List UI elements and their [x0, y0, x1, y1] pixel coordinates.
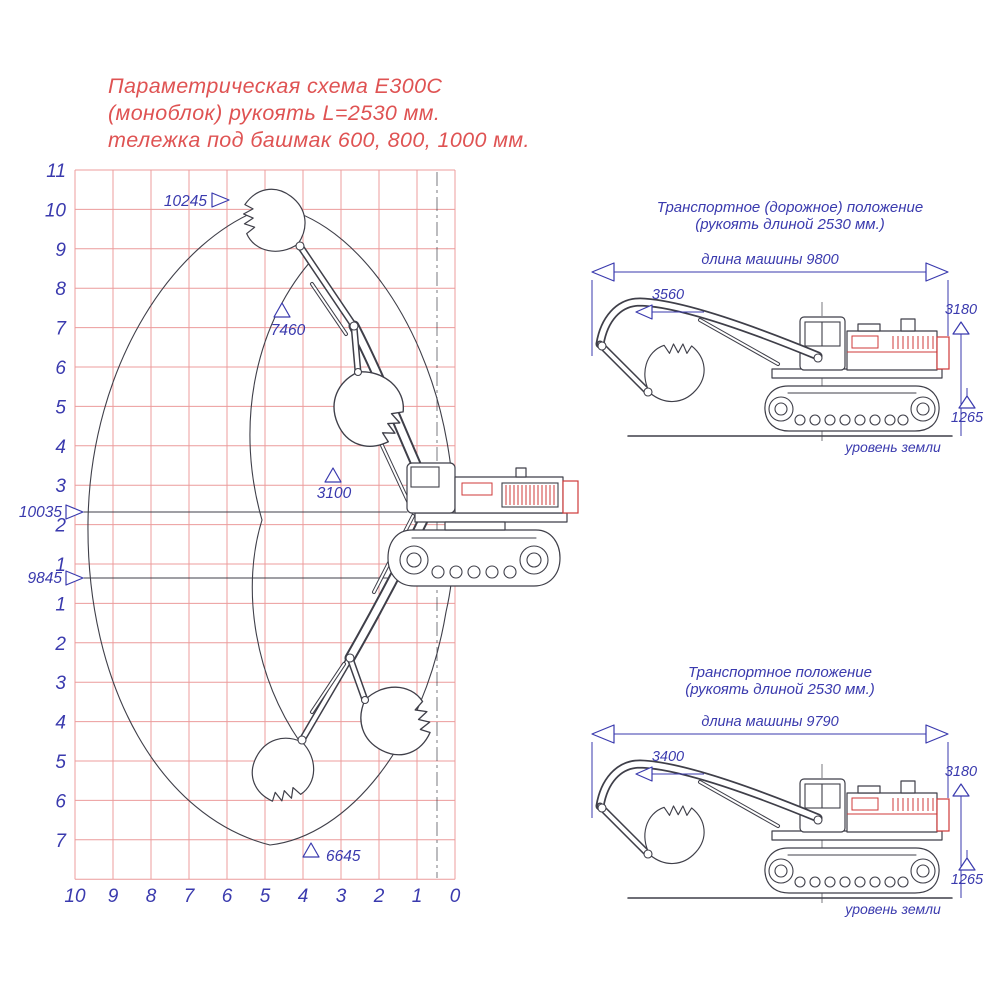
y-axis-label: 3 [55, 476, 66, 497]
dimension-arrow-left-icon [591, 262, 615, 282]
ground-label: уровень земли [844, 901, 941, 917]
x-axis-label: 5 [260, 886, 271, 907]
dimension-arrow-right-icon [925, 262, 949, 282]
machine-length-label: длина машины 9800 [701, 252, 838, 268]
y-axis-label: 8 [55, 279, 66, 300]
y-axis-label: 5 [55, 752, 66, 773]
road-wheel [485, 565, 499, 579]
dimension-arrow-left-icon [591, 724, 615, 744]
dimension-arrow-up-icon [324, 467, 342, 483]
dim-dump-height: 7460 [271, 322, 306, 339]
y-axis-label: 1 [55, 594, 66, 615]
dim-front-height: 3560 [652, 287, 684, 303]
dimension-arrow-up-icon [302, 842, 320, 858]
dim-overall-height: 3180 [945, 302, 977, 318]
transport-subtitle: (рукоять длиной 2530 мм.) [685, 681, 874, 698]
transport-section: Транспортное положение (рукоять длиной 2… [591, 664, 984, 917]
dimension-arrow-right-icon [211, 192, 230, 208]
dim-cab-height: 3100 [317, 485, 352, 502]
dimension-arrow-up-icon [952, 783, 970, 797]
dim-reach-upper: 10035 [19, 504, 62, 521]
y-axis-label: 2 [54, 516, 66, 537]
dimension-arrow-up-icon [273, 302, 291, 318]
y-axis-label: 6 [55, 358, 66, 379]
x-axis-label: 8 [146, 886, 157, 907]
x-axis-label: 10 [64, 886, 86, 907]
dimension-arrow-right-icon [65, 570, 84, 586]
reach-dimensions: 10245 7460 3100 10035 9845 6645 [19, 192, 361, 865]
transport-title: Транспортное положение [688, 664, 872, 681]
y-axis-label: 2 [54, 634, 66, 655]
dimension-arrow-left-icon [635, 766, 653, 782]
transport-road-subtitle: (рукоять длиной 2530 мм.) [695, 216, 884, 233]
road-wheel [431, 565, 445, 579]
y-axis-label: 6 [55, 791, 66, 812]
road-wheel [449, 565, 463, 579]
x-axis-label: 3 [336, 886, 347, 907]
dim-dig-depth: 6645 [326, 848, 361, 865]
x-axis-label: 7 [184, 886, 196, 907]
dimension-arrow-left-icon [635, 304, 653, 320]
machine-length-label: длина машины 9790 [701, 714, 838, 730]
road-wheel [467, 565, 481, 579]
x-axis-label: 2 [373, 886, 385, 907]
dim-front-height: 3400 [652, 749, 684, 765]
y-axis-label: 7 [55, 831, 67, 852]
y-axis-label: 9 [55, 240, 66, 261]
excavator-reach-view [387, 462, 579, 587]
x-axis-label: 0 [450, 886, 461, 907]
y-axis-label: 10 [45, 200, 67, 221]
y-axis-label: 4 [55, 437, 66, 458]
page-title: Параметрическая схема Е300С (моноблок) р… [108, 74, 530, 152]
road-wheel [503, 565, 517, 579]
x-axis-label: 4 [298, 886, 309, 907]
dimension-arrow-right-icon [925, 724, 949, 744]
y-axis-label: 1 [55, 555, 66, 576]
transport-road-section: Транспортное (дорожное) положение (рукоя… [591, 199, 984, 455]
x-axis-label: 9 [108, 886, 119, 907]
dimension-arrow-up-icon [958, 395, 976, 409]
dimension-arrow-up-icon [958, 857, 976, 871]
x-axis-label: 1 [412, 886, 423, 907]
transport-road-title: Транспортное (дорожное) положение [657, 199, 923, 216]
y-axis-label: 4 [55, 713, 66, 734]
dim-reach-lower: 9845 [28, 570, 63, 587]
x-axis-label: 6 [222, 886, 233, 907]
y-axis-label: 3 [55, 673, 66, 694]
dimension-arrow-right-icon [65, 504, 84, 520]
ground-label: уровень земли [844, 439, 941, 455]
y-axis-label: 11 [46, 161, 66, 182]
dim-max-height: 10245 [164, 193, 207, 210]
title-line-3: тележка под башмак 600, 800, 1000 мм. [108, 128, 530, 152]
y-axis-label: 7 [55, 319, 67, 340]
dim-track-height: 1265 [951, 872, 984, 888]
dim-track-height: 1265 [951, 410, 984, 426]
title-line-1: Параметрическая схема Е300С [108, 74, 442, 98]
dimension-arrow-up-icon [952, 321, 970, 335]
title-line-2: (моноблок) рукоять L=2530 мм. [108, 101, 440, 125]
dim-overall-height: 3180 [945, 764, 977, 780]
y-axis-label: 5 [55, 397, 66, 418]
